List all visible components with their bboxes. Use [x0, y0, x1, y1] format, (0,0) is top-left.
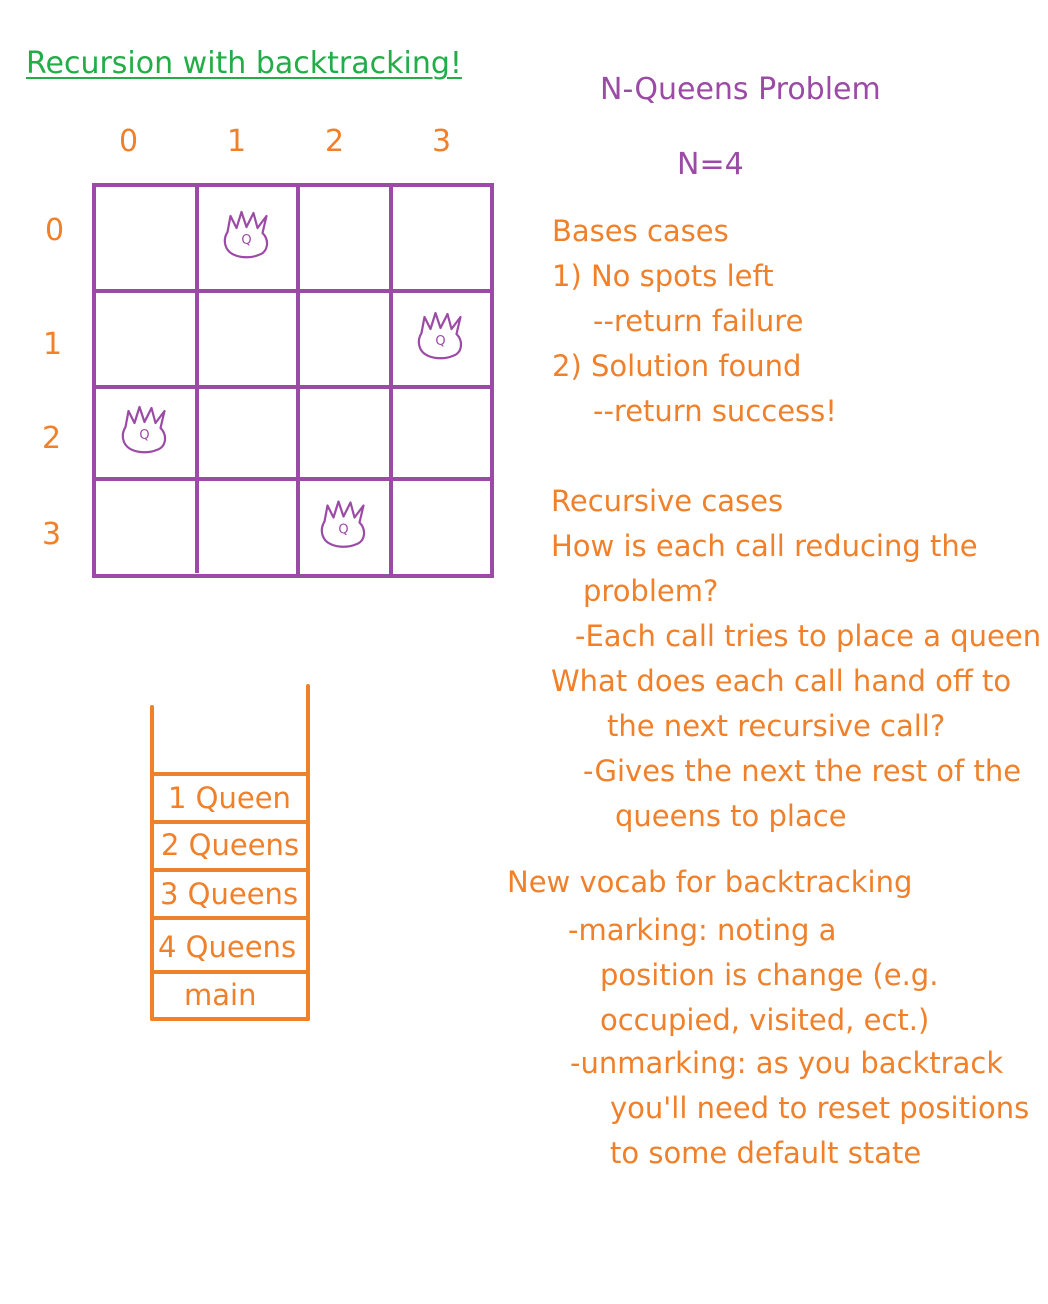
vocab-heading: New vocab for backtracking	[507, 865, 913, 899]
page-title: Recursion with backtracking!	[26, 46, 462, 81]
column-label: 3	[432, 124, 452, 159]
vocab-item: position is change (e.g.	[600, 958, 939, 992]
base-case-item: 2) Solution found	[552, 349, 802, 383]
queen-crown-icon	[223, 210, 269, 259]
recursive-answer: -Gives the next the rest of the	[583, 754, 1022, 788]
vocab-item: you'll need to reset positions	[610, 1091, 1030, 1125]
queen-letter: Q	[139, 428, 149, 443]
stack-frame-label: 2 Queens	[161, 828, 300, 862]
base-case-return: --return failure	[593, 304, 804, 338]
recursive-question: How is each call reducing the	[551, 529, 978, 563]
queen-letter: Q	[241, 233, 251, 248]
board-outline	[92, 183, 494, 578]
recursive-cases-heading: Recursive cases	[551, 484, 784, 518]
stack-frame-label: 3 Queens	[160, 877, 299, 911]
recursive-question: problem?	[583, 574, 719, 608]
queen-crown-icon	[320, 500, 366, 548]
vocab-item: to some default state	[610, 1136, 922, 1170]
queen-piece: Q	[223, 210, 269, 259]
n-label: N=4	[677, 147, 744, 182]
column-label: 2	[325, 124, 345, 159]
recursive-question: What does each call hand off to	[551, 664, 1012, 698]
recursive-answer: queens to place	[615, 799, 847, 833]
row-label: 1	[43, 327, 63, 362]
queen-crown-icon	[417, 311, 463, 360]
base-case-return: --return success!	[593, 394, 837, 428]
column-label: 1	[227, 124, 247, 159]
vocab-item: -marking: noting a	[568, 913, 837, 947]
row-label: 0	[45, 213, 65, 248]
vocab-item: -unmarking: as you backtrack	[570, 1046, 1004, 1080]
base-case-item: 1) No spots left	[552, 259, 774, 293]
base-cases-heading: Bases cases	[552, 214, 729, 248]
queen-crown-icon	[121, 405, 167, 454]
vocab-item: occupied, visited, ect.)	[600, 1003, 930, 1037]
column-label: 0	[119, 124, 139, 159]
queen-letter: Q	[338, 523, 348, 538]
queen-letter: Q	[435, 334, 445, 349]
queen-piece: Q	[121, 405, 167, 454]
stack-frame-label: main	[184, 978, 257, 1012]
row-label: 2	[42, 421, 62, 456]
row-label: 3	[42, 517, 62, 552]
queen-piece: Q	[417, 311, 463, 360]
problem-title: N-Queens Problem	[600, 72, 881, 107]
queen-piece: Q	[320, 500, 366, 548]
recursive-answer: -Each call tries to place a queen	[575, 619, 1042, 653]
stack-frame-label: 1 Queen	[168, 781, 291, 815]
recursive-question: the next recursive call?	[607, 709, 946, 743]
stack-frame-label: 4 Queens	[158, 930, 297, 964]
